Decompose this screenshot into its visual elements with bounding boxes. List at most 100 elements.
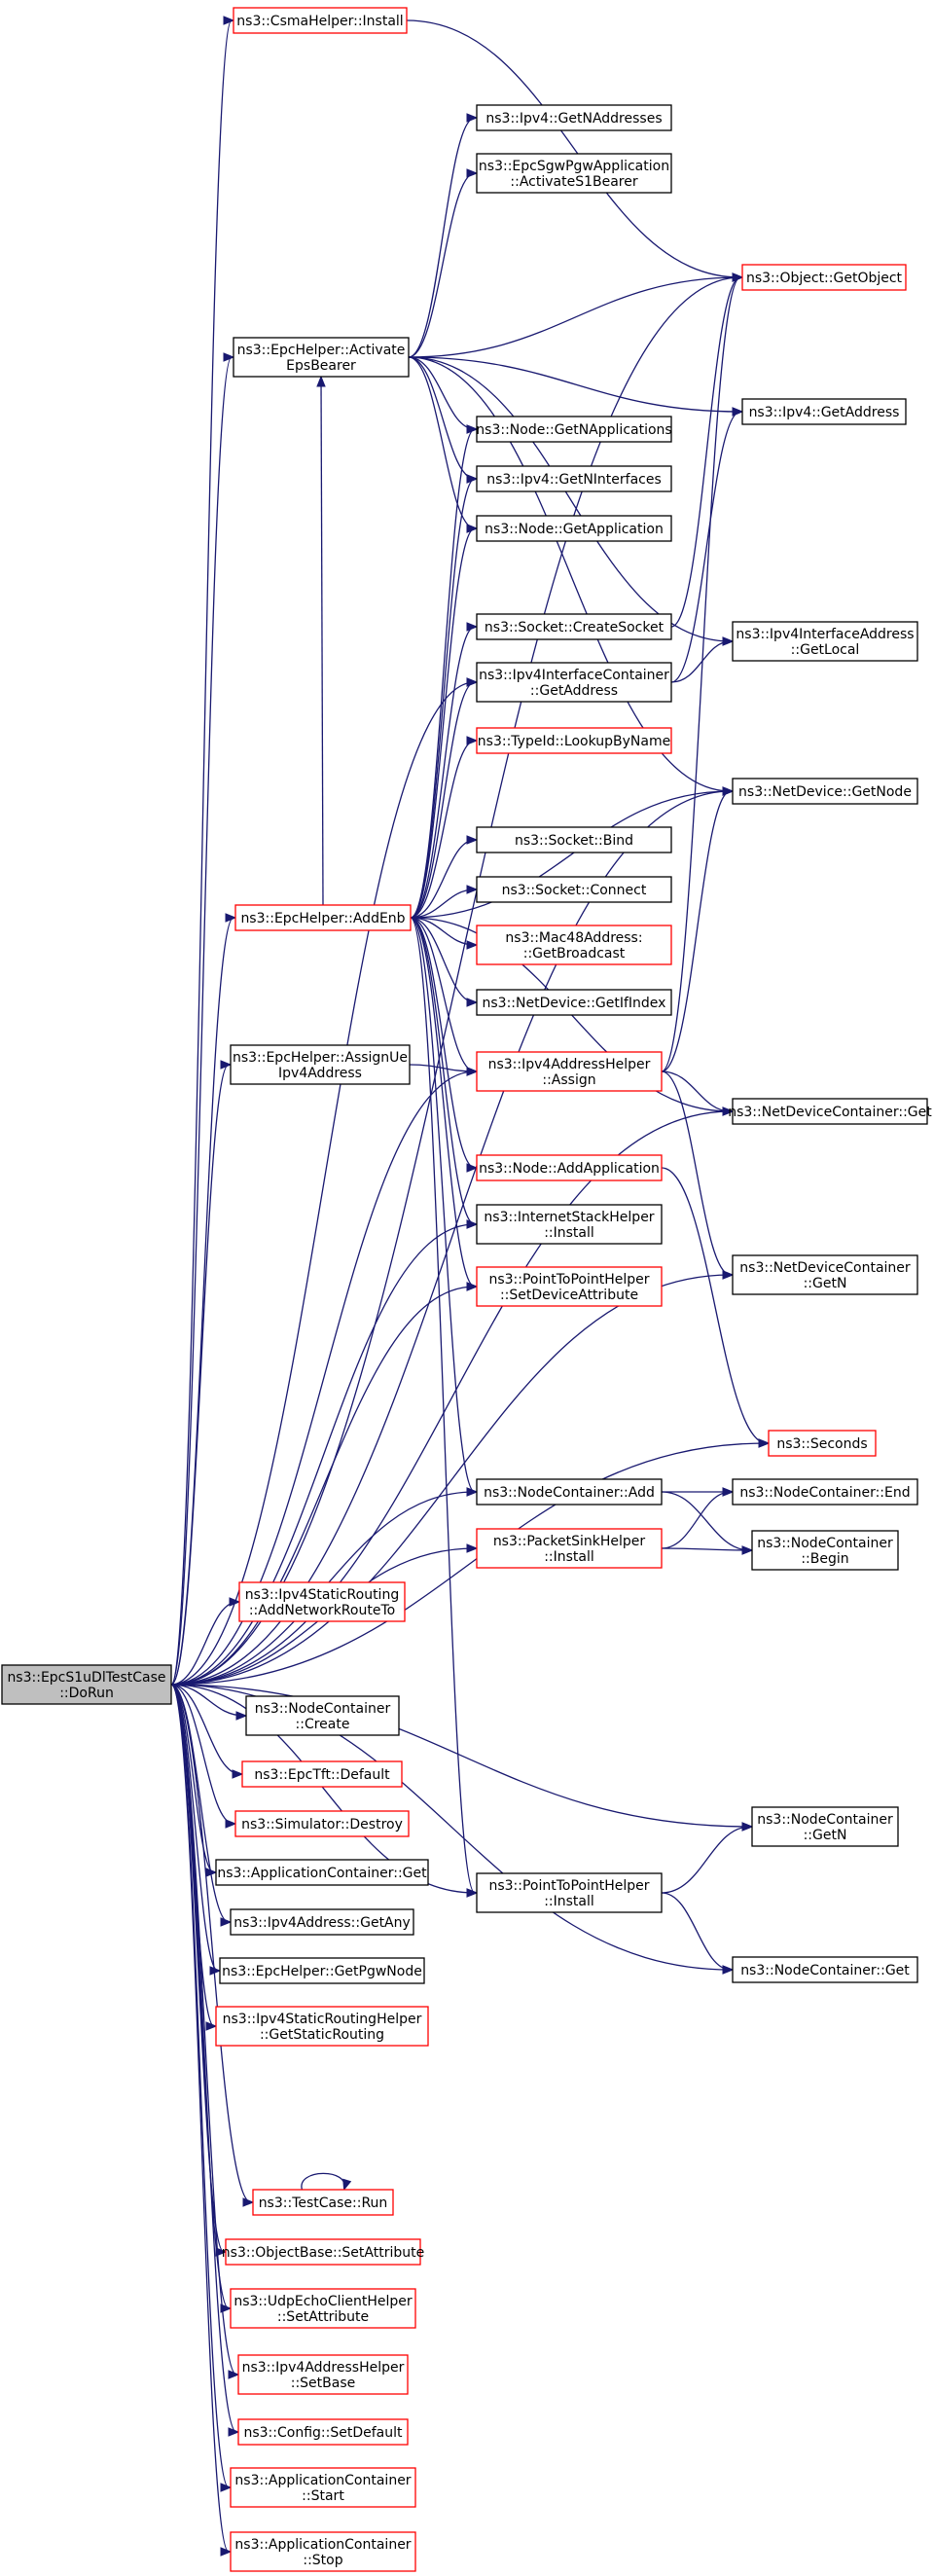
node-p2pinstall[interactable]: ns3::PointToPointHelper::Install — [476, 1872, 663, 1913]
node-label: ::GetLocal — [791, 642, 860, 658]
node-tcrun[interactable]: ns3::TestCase::Run — [252, 2189, 394, 2216]
node-label: ::GetN — [804, 1276, 847, 1291]
node-label: ::Install — [544, 1894, 594, 1909]
edge-root-to-appstop — [170, 1684, 233, 2557]
edge-root-to-tcrun — [170, 1684, 255, 2207]
node-getany[interactable]: ns3::Ipv4Address::GetAny — [230, 1908, 414, 1936]
node-getnaddr[interactable]: ns3::Ipv4::GetNAddresses — [476, 104, 672, 131]
node-box — [234, 904, 412, 931]
edge-addenb-to-ncadd — [410, 917, 479, 1497]
node-ifcontaddr[interactable]: ns3::Ipv4InterfaceContainer::GetAddress — [476, 662, 672, 703]
node-appstart[interactable]: ns3::ApplicationContainer::Start — [230, 2467, 416, 2508]
node-getobject[interactable]: ns3::Object::GetObject — [741, 264, 907, 291]
node-assign[interactable]: ns3::Ipv4AddressHelper::Assign — [476, 1051, 663, 1092]
node-createsocket[interactable]: ns3::Socket::CreateSocket — [476, 613, 672, 640]
node-label: ::GetN — [804, 1828, 847, 1843]
node-ncget[interactable]: ns3::NodeContainer::Get — [732, 1956, 918, 1983]
edge-root-to-assignue — [170, 1060, 233, 1686]
node-label: ns3::ApplicationContainer — [234, 2473, 411, 2488]
edge-addenb-to-connect — [410, 885, 479, 919]
node-connect[interactable]: ns3::Socket::Connect — [476, 876, 672, 903]
edge-activate-to-getnaddr — [408, 113, 479, 358]
node-getnif[interactable]: ns3::Ipv4::GetNInterfaces — [476, 465, 672, 492]
node-setdefault[interactable]: ns3::Config::SetDefault — [237, 2418, 409, 2446]
node-ncadd[interactable]: ns3::NodeContainer::Add — [476, 1478, 663, 1506]
node-box — [732, 1254, 918, 1295]
node-label: ns3::NetDeviceContainer::Get — [728, 1105, 932, 1120]
node-getnode[interactable]: ns3::NetDevice::GetNode — [732, 778, 918, 805]
node-label: ns3::ApplicationContainer — [234, 2537, 411, 2553]
node-label: ns3::Node::GetNApplications — [476, 422, 671, 438]
node-addroute[interactable]: ns3::Ipv4StaticRouting::AddNetworkRouteT… — [238, 1581, 406, 1622]
call-nodes: ns3::EpcS1uDlTestCase::DoRun ns3::CsmaHel… — [1, 7, 932, 2572]
node-label: ::Begin — [801, 1551, 848, 1567]
node-ndcgetn[interactable]: ns3::NetDeviceContainer::GetN — [732, 1254, 918, 1295]
node-box — [476, 1204, 663, 1245]
edge-root-to-p2pattr — [170, 1282, 479, 1686]
node-udpattr[interactable]: ns3::UdpEchoClientHelper::SetAttribute — [230, 2288, 416, 2329]
node-ifaddrlocal[interactable]: ns3::Ipv4InterfaceAddress::GetLocal — [732, 621, 918, 662]
node-destroy[interactable]: ns3::Simulator::Destroy — [234, 1810, 410, 1837]
node-label: ns3::InternetStackHelper — [484, 1210, 654, 1225]
node-label: ns3::NetDevice::GetIfIndex — [483, 996, 666, 1011]
node-label: ns3::Mac48Address: — [505, 930, 642, 946]
node-getapp[interactable]: ns3::Node::GetApplication — [476, 515, 672, 542]
node-getaddress[interactable]: ns3::Ipv4::GetAddress — [741, 398, 907, 425]
node-label: ns3::UdpEchoClientHelper — [234, 2294, 413, 2309]
node-label: ns3::Ipv4InterfaceAddress — [736, 627, 914, 642]
node-box — [732, 621, 918, 662]
node-box — [732, 1478, 918, 1506]
node-csma[interactable]: ns3::CsmaHelper::Install — [233, 7, 408, 34]
node-label: ns3::TypeId::LookupByName — [478, 734, 670, 749]
node-getnapps[interactable]: ns3::Node::GetNApplications — [476, 416, 672, 443]
node-label: ns3::EpcHelper::Activate — [237, 343, 406, 358]
node-activates1[interactable]: ns3::EpcSgwPgwApplication::ActivateS1Bea… — [476, 153, 672, 194]
node-addapp[interactable]: ns3::Node::AddApplication — [476, 1154, 663, 1181]
node-addenb[interactable]: ns3::EpcHelper::AddEnb — [234, 904, 412, 931]
node-sinkinstall[interactable]: ns3::PacketSinkHelper::Install — [476, 1528, 663, 1569]
node-appcget[interactable]: ns3::ApplicationContainer::Get — [215, 1859, 429, 1886]
node-typeid[interactable]: ns3::TypeId::LookupByName — [476, 727, 672, 754]
node-pgwnode[interactable]: ns3::EpcHelper::GetPgwNode — [219, 1957, 425, 1984]
node-label: ns3::Ipv4::GetAddress — [749, 405, 900, 420]
node-box — [230, 2531, 416, 2572]
node-ncbegin[interactable]: ns3::NodeContainer::Begin — [751, 1530, 899, 1571]
node-ncend[interactable]: ns3::NodeContainer::End — [732, 1478, 918, 1506]
node-ncgetn[interactable]: ns3::NodeContainer::GetN — [751, 1806, 899, 1847]
node-ndcget[interactable]: ns3::NetDeviceContainer::Get — [728, 1098, 932, 1125]
edge-root-to-nccreate — [170, 1684, 248, 1721]
node-label: ns3::CsmaHelper::Install — [236, 14, 403, 29]
node-label: ns3::EpcHelper::AddEnb — [240, 911, 405, 926]
node-inetinstall[interactable]: ns3::InternetStackHelper::Install — [476, 1204, 663, 1245]
node-nccreate[interactable]: ns3::NodeContainer::Create — [245, 1695, 400, 1736]
node-box — [252, 2189, 394, 2216]
node-setattr[interactable]: ns3::ObjectBase::SetAttribute — [222, 2238, 424, 2266]
node-bind[interactable]: ns3::Socket::Bind — [476, 826, 672, 853]
node-box — [225, 2238, 421, 2266]
node-seconds[interactable]: ns3::Seconds — [768, 1430, 877, 1457]
node-appstop[interactable]: ns3::ApplicationContainer::Stop — [230, 2531, 416, 2572]
edge-ncadd-to-ncend — [662, 1487, 735, 1497]
edge-assign-to-getobject — [661, 272, 744, 1072]
edge-root-to-tftdefault — [170, 1684, 244, 1779]
node-root[interactable]: ns3::EpcS1uDlTestCase::DoRun — [1, 1664, 172, 1705]
node-p2pattr[interactable]: ns3::PointToPointHelper::SetDeviceAttrib… — [476, 1266, 663, 1307]
node-mac48[interactable]: ns3::Mac48Address:::GetBroadcast — [476, 925, 672, 965]
node-label: ::GetStaticRouting — [260, 2027, 384, 2043]
node-setbase[interactable]: ns3::Ipv4AddressHelper::SetBase — [237, 2354, 409, 2395]
node-staticrouting[interactable]: ns3::Ipv4StaticRoutingHelper::GetStaticR… — [215, 2006, 429, 2047]
node-tftdefault[interactable]: ns3::EpcTft::Default — [241, 1760, 403, 1788]
node-box — [741, 264, 907, 291]
node-box — [476, 925, 672, 965]
node-box — [219, 1957, 425, 1984]
edge-addapp-to-seconds — [661, 1167, 771, 1448]
node-getifindex[interactable]: ns3::NetDevice::GetIfIndex — [476, 989, 672, 1016]
node-label: ns3::NetDevice::GetNode — [738, 784, 912, 800]
node-box — [476, 1478, 663, 1506]
node-label: ns3::PacketSinkHelper — [493, 1534, 646, 1549]
node-label: ::Install — [544, 1549, 594, 1565]
node-box — [476, 515, 672, 542]
node-box — [476, 662, 672, 703]
